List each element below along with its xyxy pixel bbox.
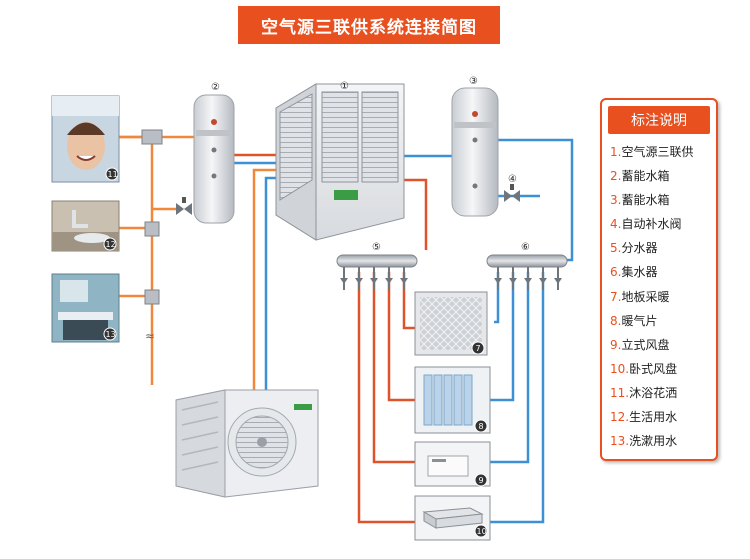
legend-item: 6.集水器: [610, 260, 693, 284]
legend-item-number: 2.: [610, 169, 622, 184]
legend-item: 4.自动补水阀: [610, 212, 693, 236]
collector-return-pipe: [498, 138, 574, 262]
legend-item-label: 立式风盘: [621, 337, 670, 352]
horizontal-fan-coil-panel: [414, 495, 491, 541]
sink-photo: [51, 200, 120, 252]
legend-heading: 标注说明: [608, 106, 710, 134]
legend-item-number: 4.: [610, 217, 622, 232]
badge-8: 8: [474, 419, 488, 433]
badge-9: 9: [474, 473, 488, 487]
badge-7: 7: [471, 341, 485, 355]
legend-panel: 标注说明 1.空气源三联供 2.蓄能水箱 3.蓄能水箱 4.自动补水阀 5.分水…: [600, 98, 718, 461]
legend-item: 9.立式风盘: [610, 333, 693, 357]
legend-item-label: 沐浴花洒: [629, 385, 678, 400]
badge-13-text: 13: [106, 330, 116, 339]
legend-item-label: 自动补水阀: [621, 217, 682, 232]
storage-tank-3: [451, 87, 499, 217]
marker-2-text: ②: [211, 82, 220, 93]
legend-item-number: 9.: [610, 337, 622, 352]
badge-12: 12: [103, 237, 117, 251]
horizontal-fancoil-return-pipe: [490, 272, 545, 524]
badge-13: 13: [103, 327, 117, 341]
shower-photo: [51, 95, 120, 183]
radiator-return-pipe: [490, 272, 515, 402]
unit-to-distributor-pipe: [404, 178, 428, 250]
legend-item-label: 地板采暖: [621, 289, 670, 304]
badge-10-text: 10: [477, 527, 487, 536]
badge-10: 10: [474, 524, 488, 538]
vertical-fancoil-supply-pipe: [372, 272, 415, 464]
pipe-tees: [141, 129, 163, 305]
legend-item-number: 13.: [610, 434, 630, 449]
marker-1-text: ①: [340, 81, 349, 92]
floor-heating-supply-pipe: [402, 272, 415, 330]
outdoor-heat-pump-unit: [175, 389, 319, 498]
legend-item-label: 蓄能水箱: [621, 193, 670, 208]
badge-11-text: 11: [108, 170, 118, 179]
legend-item: 8.暖气片: [610, 309, 693, 333]
basin-photo: [51, 273, 120, 343]
badge-12-text: 12: [106, 240, 116, 249]
legend-item-number: 1.: [610, 145, 622, 159]
marker-4-text: ④: [508, 174, 517, 185]
legend-item: 2.蓄能水箱: [610, 164, 693, 188]
badge-8-text: 8: [479, 422, 484, 431]
tank2-inlet-valve: [176, 197, 192, 215]
legend-item-number: 12.: [610, 410, 630, 425]
legend-item-number: 3.: [610, 193, 622, 208]
legend-item-label: 卧式风盘: [629, 361, 678, 376]
legend-item: 12.生活用水: [610, 405, 693, 429]
legend-item-label: 集水器: [621, 265, 658, 280]
legend-item-label: 洗漱用水: [629, 434, 678, 449]
horizontal-fancoil-supply-pipe: [357, 272, 415, 524]
marker-6: ⑥: [521, 242, 530, 253]
diagram-title: 空气源三联供系统连接简图: [238, 6, 500, 44]
legend-item-label: 生活用水: [629, 410, 678, 425]
unit-to-outdoor-unit-pipe-b: [264, 176, 276, 390]
legend-list: 1.空气源三联供 2.蓄能水箱 3.蓄能水箱 4.自动补水阀 5.分水器 6.集…: [610, 140, 693, 453]
legend-item-number: 5.: [610, 241, 622, 256]
marker-4: ④: [508, 174, 517, 185]
auto-refill-valve: [504, 184, 520, 202]
air-source-unit: [275, 83, 405, 241]
hot-water-main-pipe: [119, 135, 195, 385]
water-distributor: [336, 254, 418, 290]
legend-item: 11.沐浴花洒: [610, 381, 693, 405]
legend-item-label: 蓄能水箱: [621, 169, 670, 184]
legend-item: 5.分水器: [610, 236, 693, 260]
badge-11: 11: [105, 167, 119, 181]
badge-9-text: 9: [479, 476, 484, 485]
storage-tank-2: [193, 94, 235, 224]
legend-item-number: 10.: [610, 361, 630, 376]
legend-item-label: 分水器: [621, 241, 658, 256]
legend-item-number: 6.: [610, 265, 622, 280]
legend-item-label: 暖气片: [621, 313, 658, 328]
legend-item-number: 7.: [610, 289, 622, 304]
marker-1: ①: [340, 81, 349, 92]
marker-3-text: ③: [469, 76, 478, 87]
vertical-fancoil-return-pipe: [490, 272, 530, 464]
marker-2: ②: [211, 82, 220, 93]
legend-item-number: 11.: [610, 385, 630, 400]
marker-5-text: ⑤: [372, 242, 381, 253]
badge-7-text: 7: [476, 344, 481, 353]
legend-item: 10.卧式风盘: [610, 357, 693, 381]
marker-3: ③: [469, 76, 478, 87]
marker-6-text: ⑥: [521, 242, 530, 253]
legend-item: 13.洗漱用水: [610, 429, 693, 453]
radiator-supply-pipe: [387, 272, 415, 402]
legend-item-number: 8.: [610, 313, 622, 328]
floor-heating-panel: [414, 291, 488, 356]
legend-item: 1.空气源三联供: [610, 140, 693, 164]
wavy-break-mark: ≈: [145, 329, 155, 343]
unit-to-outdoor-unit-pipe-a: [252, 168, 276, 390]
marker-5: ⑤: [372, 242, 381, 253]
legend-item-label: 空气源三联供: [621, 145, 694, 159]
legend-item: 3.蓄能水箱: [610, 188, 693, 212]
legend-item: 7.地板采暖: [610, 285, 693, 309]
water-collector: [486, 254, 568, 290]
